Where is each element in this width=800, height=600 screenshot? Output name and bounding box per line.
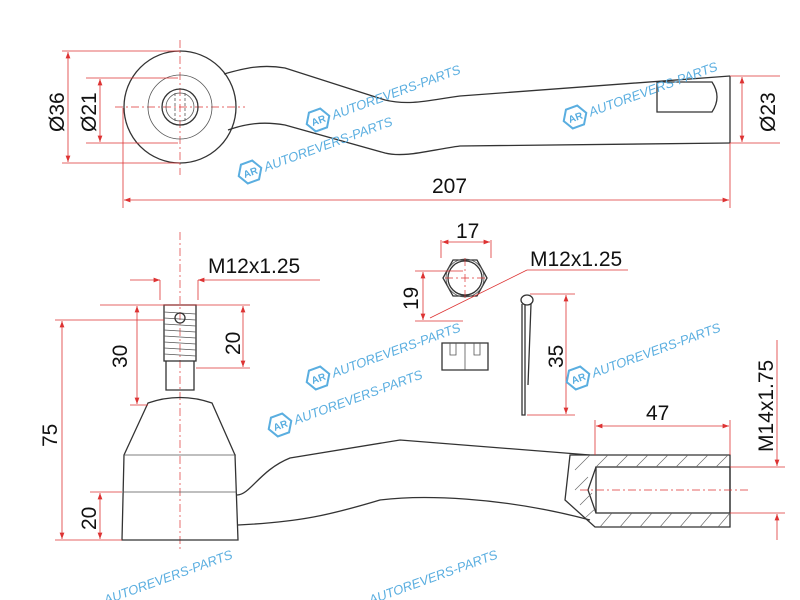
dim-overall-length: 207 (432, 175, 467, 198)
svg-text:AR: AR (310, 371, 328, 387)
svg-text:AR: AR (272, 418, 290, 434)
svg-text:AUTOREVERS-PARTS: AUTOREVERS-PARTS (329, 62, 463, 123)
dim-bore-depth: 47 (646, 402, 669, 425)
dim-pin-length: 35 (545, 345, 568, 368)
dim-bore-thread: M14x1.75 (755, 360, 778, 452)
top-view: Ø36 Ø21 Ø23 207 (46, 40, 780, 208)
castle-nut: 17 19 M12x1.25 (400, 220, 628, 371)
svg-text:AR: AR (567, 110, 585, 126)
cotter-pin: 35 (520, 293, 575, 416)
watermark-logo-icon (237, 159, 263, 185)
dim-nut-height: 19 (400, 287, 423, 310)
dim-nut-width: 17 (456, 220, 479, 243)
watermark: AUTOREVERS-PARTS (101, 547, 235, 600)
svg-text:AR: AR (310, 113, 328, 129)
dim-base-height: 20 (78, 507, 101, 530)
watermark-logo-icon (562, 104, 588, 130)
svg-text:AUTOREVERS-PARTS: AUTOREVERS-PARTS (329, 320, 463, 381)
svg-text:AUTOREVERS-PARTS: AUTOREVERS-PARTS (366, 547, 500, 600)
dim-nut-thread: M12x1.25 (530, 248, 622, 271)
dim-dia-outer: Ø36 (46, 92, 69, 132)
side-view: M12x1.25 20 30 75 20 47 M14x1.75 (39, 232, 785, 552)
svg-text:AR: AR (570, 371, 588, 387)
dim-dia-shaft: Ø23 (757, 92, 780, 132)
dim-dia-inner: Ø21 (78, 92, 101, 132)
dim-thread-length: 20 (222, 332, 245, 355)
dim-stud-length: 30 (109, 345, 132, 368)
watermark-logo-icon (305, 365, 331, 391)
watermark: AR AUTOREVERS-PARTS (562, 59, 720, 130)
watermark-logo-icon (305, 107, 331, 133)
dim-height-total: 75 (39, 424, 62, 447)
watermarks: AR AUTOREVERS-PARTS AR AUTOREVERS-PARTS … (101, 59, 723, 600)
watermark: AR AUTOREVERS-PARTS (565, 320, 723, 391)
watermark-logo-icon (565, 365, 591, 391)
dim-stud-thread: M12x1.25 (208, 255, 300, 278)
svg-text:AUTOREVERS-PARTS: AUTOREVERS-PARTS (586, 59, 720, 120)
svg-text:AUTOREVERS-PARTS: AUTOREVERS-PARTS (101, 547, 235, 600)
svg-text:AUTOREVERS-PARTS: AUTOREVERS-PARTS (589, 320, 723, 381)
watermark-logo-icon (267, 412, 293, 438)
watermark: AUTOREVERS-PARTS (366, 547, 500, 600)
svg-text:AR: AR (242, 165, 260, 181)
